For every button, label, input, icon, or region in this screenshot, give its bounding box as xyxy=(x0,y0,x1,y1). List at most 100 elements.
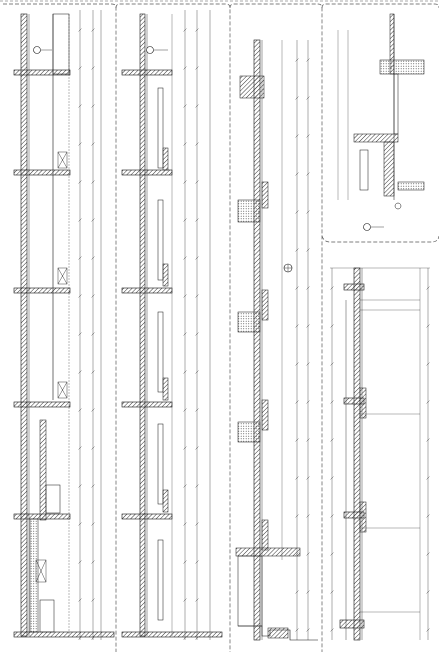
wall-column xyxy=(253,39,261,641)
dimension-tick xyxy=(295,514,299,518)
floor-slabs xyxy=(339,283,365,629)
wall-column xyxy=(20,13,28,637)
dimension-tick xyxy=(91,294,95,298)
dimension-tick xyxy=(78,66,82,70)
section-panel-1 xyxy=(13,10,115,640)
dimension-tick xyxy=(183,446,187,450)
dimension-tick xyxy=(183,66,187,70)
dimension-tick xyxy=(330,400,334,404)
dimension-tick xyxy=(330,590,334,594)
dimension-tick xyxy=(426,476,430,480)
dimension-tick xyxy=(91,598,95,602)
dimension-tick xyxy=(78,370,82,374)
dimension-tick xyxy=(426,438,430,442)
dimension-tick xyxy=(78,142,82,146)
dimension-tick xyxy=(78,256,82,260)
dimension-tick xyxy=(195,256,199,260)
dimension-tick xyxy=(295,58,299,62)
dimension-tick xyxy=(78,636,82,640)
dimension-tick xyxy=(91,218,95,222)
dimension-tick xyxy=(91,142,95,146)
dimension-tick xyxy=(91,636,95,640)
dimension-tick xyxy=(195,636,199,640)
dimension-tick xyxy=(295,134,299,138)
section-panel-2 xyxy=(121,10,223,640)
dimension-tick xyxy=(306,248,310,252)
dimension-tick xyxy=(195,180,199,184)
callout-bubble xyxy=(146,46,154,54)
dimension-tick xyxy=(78,446,82,450)
dimension-tick xyxy=(295,362,299,366)
panel-1-border xyxy=(3,3,117,652)
dimension-tick xyxy=(183,522,187,526)
panel-4-bottom-border xyxy=(321,235,439,243)
dimension-tick xyxy=(183,408,187,412)
dimension-tick xyxy=(183,104,187,108)
panel-borders xyxy=(3,3,439,652)
dimension-tick xyxy=(91,256,95,260)
dimension-tick xyxy=(91,408,95,412)
dimension-tick xyxy=(330,286,334,290)
section-panel-5 xyxy=(330,267,430,641)
panel-3-border xyxy=(229,3,323,652)
dimension-tick xyxy=(183,636,187,640)
window-markers xyxy=(35,151,68,583)
dimension-tick xyxy=(330,476,334,480)
section-panel-3 xyxy=(235,39,318,641)
dimension-ticks xyxy=(78,28,430,640)
dimension-tick xyxy=(306,552,310,556)
dimension-tick xyxy=(426,514,430,518)
dimension-tick xyxy=(426,286,430,290)
dimension-tick xyxy=(183,598,187,602)
dimension-tick xyxy=(295,628,299,632)
dimension-tick xyxy=(91,560,95,564)
dimension-tick xyxy=(306,324,310,328)
dimension-tick xyxy=(183,560,187,564)
callout-bubble xyxy=(33,46,41,54)
dimension-tick xyxy=(195,332,199,336)
dimension-tick xyxy=(183,332,187,336)
dimension-tick xyxy=(78,104,82,108)
dimension-tick xyxy=(91,484,95,488)
dimension-tick xyxy=(306,476,310,480)
dimension-tick xyxy=(295,476,299,480)
dimension-tick xyxy=(78,484,82,488)
dimension-tick xyxy=(78,408,82,412)
floor-slabs xyxy=(121,69,223,638)
dimension-tick xyxy=(183,218,187,222)
dimension-tick xyxy=(195,522,199,526)
dimension-tick xyxy=(91,370,95,374)
dimension-tick xyxy=(78,522,82,526)
dimension-tick xyxy=(295,248,299,252)
dimension-tick xyxy=(195,294,199,298)
dimension-tick xyxy=(330,514,334,518)
dimension-tick xyxy=(183,28,187,32)
dimension-tick xyxy=(195,484,199,488)
dimension-tick xyxy=(183,484,187,488)
dimension-tick xyxy=(195,142,199,146)
dimension-tick xyxy=(330,324,334,328)
dimension-lines xyxy=(296,40,309,640)
dimension-tick xyxy=(295,552,299,556)
dimension-tick xyxy=(426,628,430,632)
dimension-tick xyxy=(426,400,430,404)
dimension-tick xyxy=(426,590,430,594)
dimension-lines xyxy=(184,10,211,640)
dimension-tick xyxy=(195,28,199,32)
dimension-tick xyxy=(91,66,95,70)
dimension-tick xyxy=(426,552,430,556)
dimension-tick xyxy=(78,294,82,298)
dimension-tick xyxy=(91,104,95,108)
dimension-tick xyxy=(306,590,310,594)
dimension-tick xyxy=(195,408,199,412)
dimension-tick xyxy=(295,286,299,290)
dimension-tick xyxy=(91,522,95,526)
dimension-tick xyxy=(295,210,299,214)
dimension-tick xyxy=(195,446,199,450)
dimension-tick xyxy=(295,590,299,594)
dimension-tick xyxy=(295,400,299,404)
dimension-tick xyxy=(426,362,430,366)
dimension-tick xyxy=(78,332,82,336)
dimension-tick xyxy=(330,552,334,556)
